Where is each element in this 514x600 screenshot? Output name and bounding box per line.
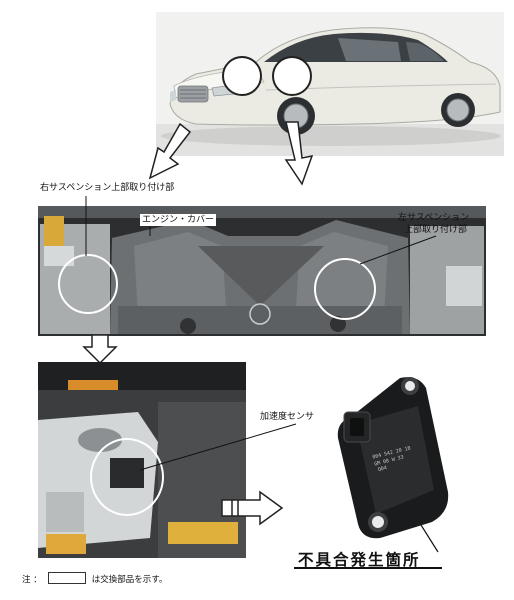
defect-underline [294,567,442,569]
footnote-legend-box [47,572,86,584]
marker-circle-right [222,56,262,96]
label-left-suspension-line1: 左サスペンション [398,213,470,223]
engine-marker-circle-right [58,254,118,314]
arrow-closeup-to-sensor [221,490,284,526]
engine-marker-circle-left [314,258,376,320]
footnote-suffix: は交換部品を示す。 [91,575,168,585]
marker-circle-left [272,56,312,96]
label-engine-cover: エンジン・カバー [140,214,217,226]
acceleration-sensor-photo: 004 542 20 18 GM 08 W 33 Q04 [330,372,460,540]
label-acceleration-sensor: 加速度センサ [260,411,315,423]
arrow-car-to-engine-left [284,121,314,186]
defect-location-label: 不具合発生箇所 [298,551,421,569]
arrow-engine-to-closeup [82,335,118,365]
footnote: 注 ： は交換部品を示す。 [22,572,167,587]
closeup-marker-circle [90,438,164,516]
label-left-suspension-line2: 上部取り付け部 [404,225,468,235]
arrow-car-to-engine-right [148,122,192,180]
footnote-prefix: 注 ： [22,575,42,585]
label-right-suspension: 右サスペンション上部取り付け部 [40,182,175,194]
